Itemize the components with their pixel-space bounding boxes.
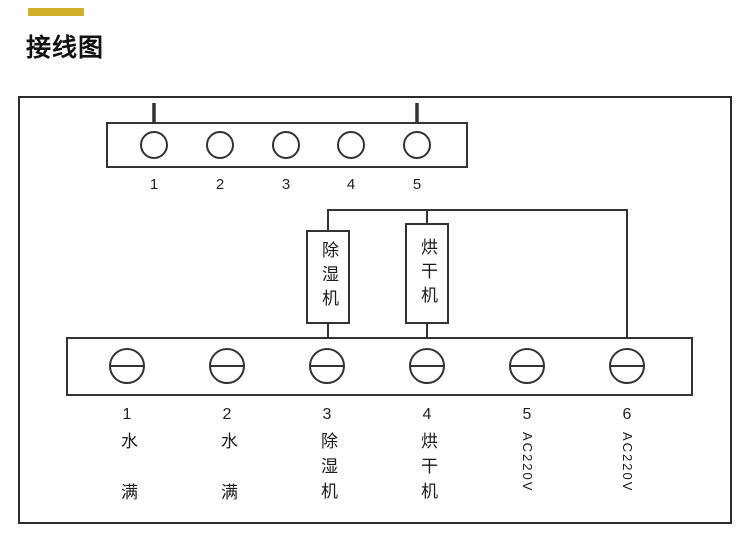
pin-circle xyxy=(337,131,365,159)
terminal-label-water-full-1: 水满 xyxy=(118,432,137,534)
terminal-number: 5 xyxy=(522,406,532,423)
wiring-diagram: 1 2 3 4 5 除湿机 烘干机 1 2 3 4 5 6 水满 水满 除湿机 … xyxy=(18,96,732,534)
terminal-number: 6 xyxy=(622,406,632,423)
pin-circle xyxy=(272,131,300,159)
terminal-label-dryer: 烘干机 xyxy=(418,432,437,507)
top-connector-pins xyxy=(140,131,431,159)
page-title: 接线图 xyxy=(26,34,105,62)
top-pin-number: 2 xyxy=(215,176,225,193)
dehumidifier-box xyxy=(306,230,350,324)
top-pin-number: 5 xyxy=(412,176,422,193)
pin-circle xyxy=(403,131,431,159)
terminal-block-body xyxy=(66,337,693,396)
pin-circle xyxy=(206,131,234,159)
wires xyxy=(327,209,628,338)
terminal-label-water-full-2: 水满 xyxy=(218,432,237,534)
top-pin-number: 3 xyxy=(281,176,291,193)
top-connector-body xyxy=(106,122,468,168)
dryer-label: 烘干机 xyxy=(418,237,437,310)
terminal-label-ac220v-1: AC220V xyxy=(520,432,535,493)
dryer-box xyxy=(405,223,449,324)
terminal-number: 3 xyxy=(322,406,332,423)
terminal-screws xyxy=(109,348,645,384)
accent-bar xyxy=(28,8,84,16)
diagram-canvas xyxy=(66,103,693,396)
terminal-number: 2 xyxy=(222,406,232,423)
terminal-number: 4 xyxy=(422,406,432,423)
top-pin-number: 1 xyxy=(149,176,159,193)
dehumidifier-label: 除湿机 xyxy=(319,241,338,313)
terminal-label-ac220v-2: AC220V xyxy=(620,432,635,493)
top-pin-number: 4 xyxy=(346,176,356,193)
pin-circle xyxy=(140,131,168,159)
terminal-number: 1 xyxy=(122,406,132,423)
terminal-label-dehumidifier: 除湿机 xyxy=(318,432,337,507)
